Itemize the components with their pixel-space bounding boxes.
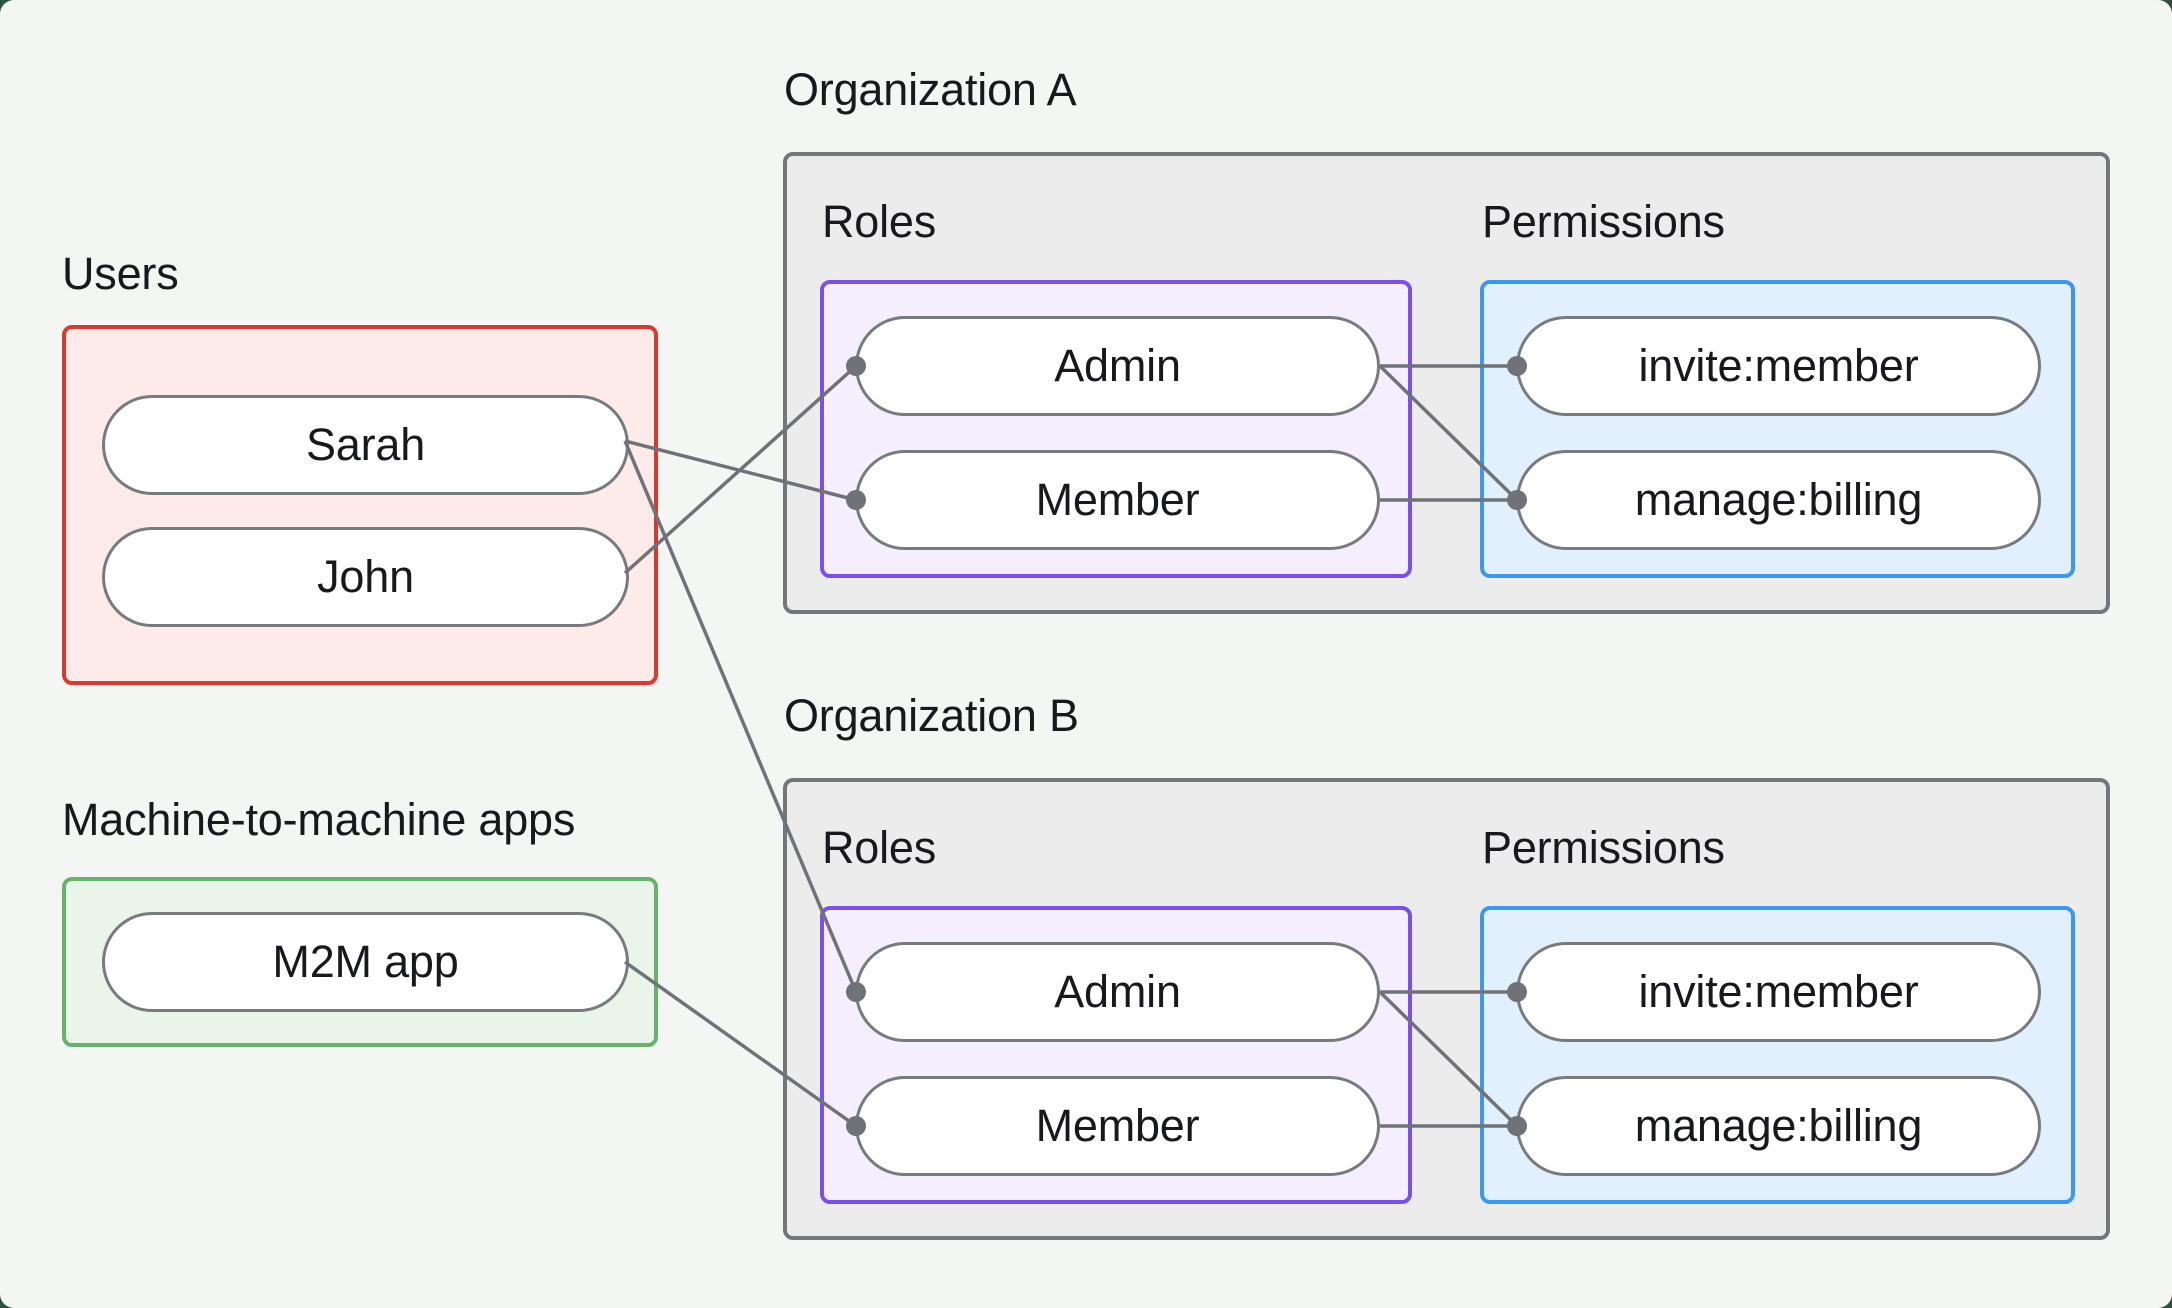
m2m-app-node: M2M app (102, 912, 629, 1012)
user-node-sarah: Sarah (102, 395, 629, 495)
m2m-group-box: M2M app (62, 877, 658, 1047)
org-a-permissions-label: Permissions (1482, 196, 1725, 247)
org-a-title: Organization A (784, 64, 1077, 115)
user-node-john: John (102, 527, 629, 627)
org-b-role-member: Member (855, 1076, 1380, 1176)
org-b-title: Organization B (784, 690, 1079, 741)
m2m-section-title: Machine-to-machine apps (62, 794, 576, 845)
org-b-permission-invite-member: invite:member (1516, 942, 2041, 1042)
org-b-permissions-label: Permissions (1482, 822, 1725, 873)
org-a-permission-manage-billing: manage:billing (1516, 450, 2041, 550)
org-a-role-member: Member (855, 450, 1380, 550)
org-b-permission-manage-billing: manage:billing (1516, 1076, 2041, 1176)
users-group-box: Sarah John (62, 325, 658, 685)
org-a-roles-label: Roles (822, 196, 937, 247)
org-a-role-admin: Admin (855, 316, 1380, 416)
org-b-roles-label: Roles (822, 822, 937, 873)
users-section-title: Users (62, 248, 179, 299)
org-a-permission-invite-member: invite:member (1516, 316, 2041, 416)
org-b-role-admin: Admin (855, 942, 1380, 1042)
